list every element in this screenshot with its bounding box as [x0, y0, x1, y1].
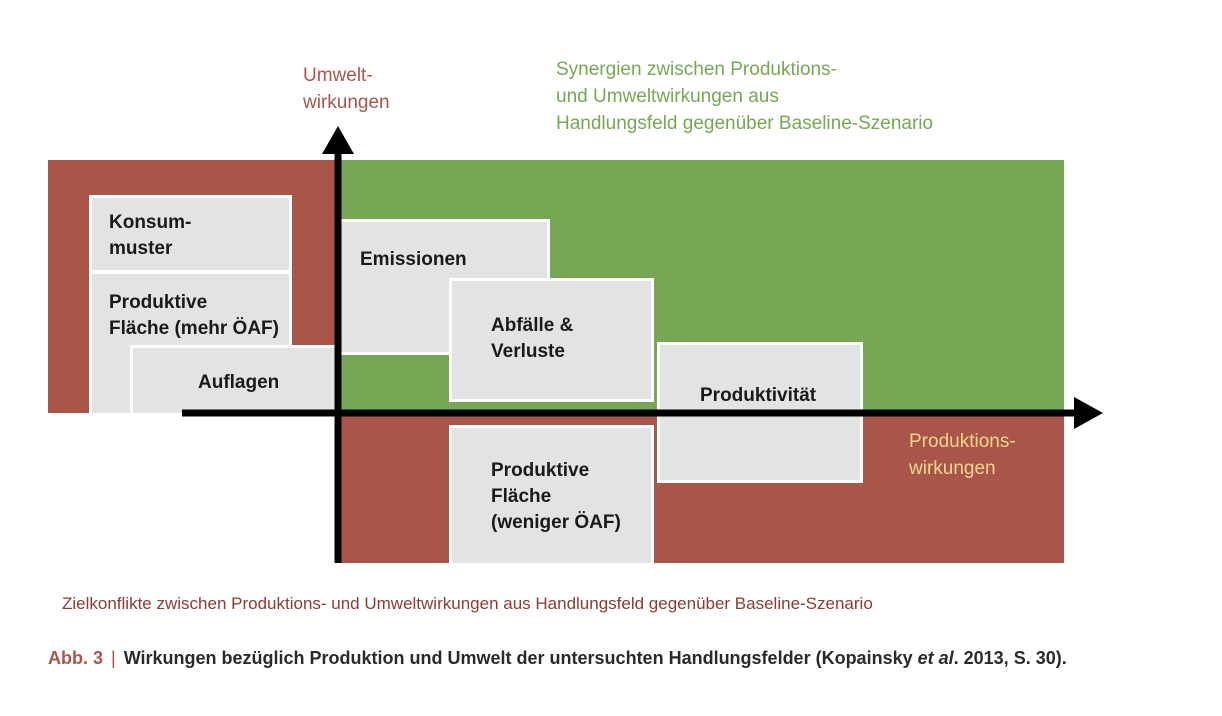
tradeoffs-caption: Zielkonflikte zwischen Produktions- und …: [62, 594, 873, 613]
box-auflagen: Auflagen: [130, 345, 338, 413]
box-produktive-flaeche-weniger: Produktive Fläche (weniger ÖAF): [449, 425, 654, 563]
box-abfaelle-verluste: Abfälle & Verluste: [449, 278, 654, 402]
figure-caption-text: Wirkungen bezüglich Produktion und Umwel…: [123, 648, 918, 668]
x-axis-label: Produktions- wirkungen: [909, 431, 1016, 479]
figure-separator: |: [111, 648, 116, 668]
x-axis-arrowhead: [1074, 397, 1103, 429]
y-axis-arrowhead: [322, 126, 354, 154]
synergies-label: Synergien zwischen Produktions- und Umwe…: [556, 59, 934, 134]
figure-caption-italic: et al: [917, 648, 954, 668]
y-axis-label: Umwelt- wirkungen: [303, 65, 390, 113]
figure-caption-tail: . 2013, S. 30).: [953, 648, 1067, 668]
figure-number: Abb. 3: [48, 648, 104, 668]
figure-caption: Abb. 3 | Wirkungen bezüglich Produktion un…: [48, 648, 1067, 669]
